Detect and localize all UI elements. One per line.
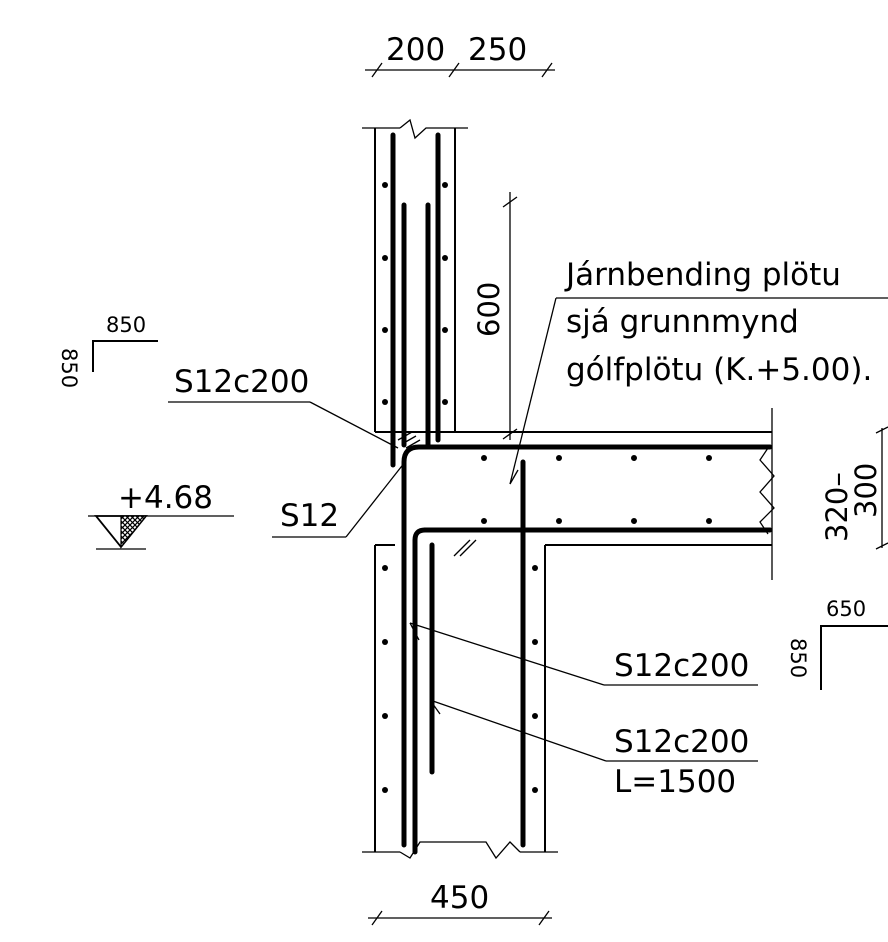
dim-320: 320– <box>820 472 854 542</box>
dim-450: 450 <box>430 880 489 916</box>
bend-shape-right: 650 850 <box>786 597 888 690</box>
slab-note-line3: gólfplötu (K.+5.00). <box>566 352 872 388</box>
dim-250: 250 <box>468 32 527 68</box>
label-length-1500: L=1500 <box>614 764 736 800</box>
label-s12: S12 <box>280 498 339 534</box>
bend-right-horizontal: 650 <box>826 597 866 621</box>
slab-note-line1: Járnbending plötu <box>564 257 841 293</box>
bend-left-vertical: 850 <box>57 348 81 388</box>
dim-200: 200 <box>386 32 445 68</box>
dim-300: 300 <box>849 463 883 518</box>
slab-note: Járnbending plötu sjá grunnmynd gólfplöt… <box>509 257 888 485</box>
level-mark: +4.68 <box>88 480 234 550</box>
wall-outline-lower <box>362 545 558 860</box>
callout-lower-1: S12c200 <box>409 622 758 686</box>
longitudinal-bars <box>382 182 712 793</box>
level-value: +4.68 <box>118 480 213 516</box>
slab-note-line2: sjá grunnmynd <box>566 304 799 340</box>
callout-upper-left: S12c200 <box>168 364 421 449</box>
label-s12c200-upper: S12c200 <box>174 364 309 400</box>
label-s12c200-lower-1: S12c200 <box>614 648 749 684</box>
bend-right-vertical: 850 <box>786 638 810 678</box>
dimension-bottom: 450 <box>368 880 552 926</box>
bend-left-horizontal: 850 <box>106 313 146 337</box>
dimension-top: 200 250 <box>365 32 555 78</box>
rebar-group <box>390 132 773 855</box>
slab-outline <box>375 408 775 580</box>
callout-s12: S12 <box>272 461 477 557</box>
dimension-600: 600 <box>472 192 518 440</box>
dim-600: 600 <box>472 282 506 337</box>
dimension-slab: 320– 300 <box>820 426 888 550</box>
callout-lower-2: S12c200 L=1500 <box>429 699 758 800</box>
bend-shape-left: 850 850 <box>57 313 158 388</box>
wall-outline-upper <box>362 118 468 432</box>
label-s12c200-lower-2: S12c200 <box>614 724 749 760</box>
